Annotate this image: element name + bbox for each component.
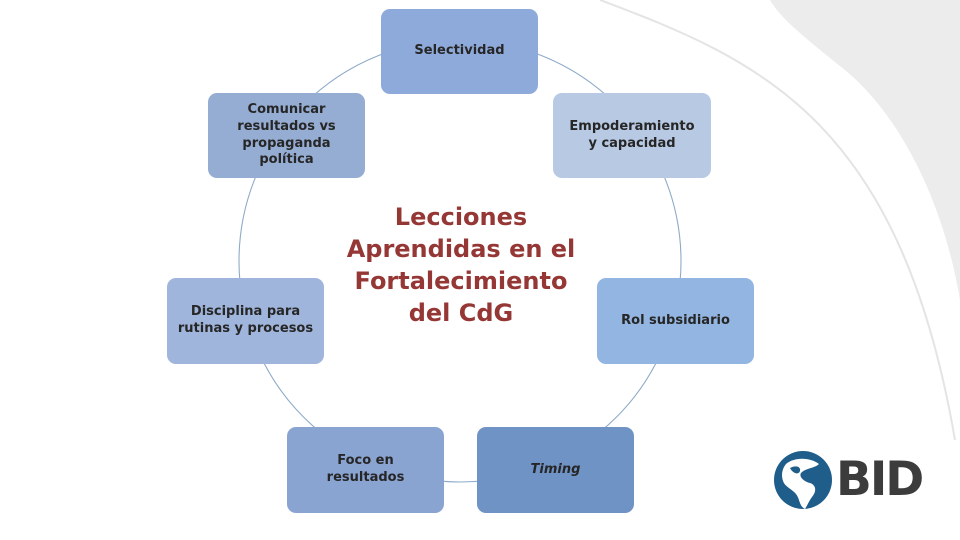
node-selectividad: Selectividad — [381, 9, 538, 94]
node-rol-subsidiario: Rol subsidiario — [597, 278, 754, 364]
node-timing: Timing — [477, 427, 634, 513]
bid-logo-text: BID — [836, 452, 924, 507]
node-empoderamiento: Empoderamiento y capacidad — [553, 93, 711, 178]
swoosh-line — [599, 0, 956, 441]
node-foco-resultados: Foco en resultados — [287, 427, 444, 513]
node-comunicar: Comunicar resultados vs propaganda polít… — [208, 93, 365, 178]
node-disciplina: Disciplina para rutinas y procesos — [167, 278, 324, 364]
globe-americas-icon — [774, 451, 832, 509]
bid-logo — [774, 451, 832, 509]
center-title: Lecciones Aprendidas en el Fortalecimien… — [346, 203, 576, 327]
swoosh-shape — [770, 0, 960, 300]
